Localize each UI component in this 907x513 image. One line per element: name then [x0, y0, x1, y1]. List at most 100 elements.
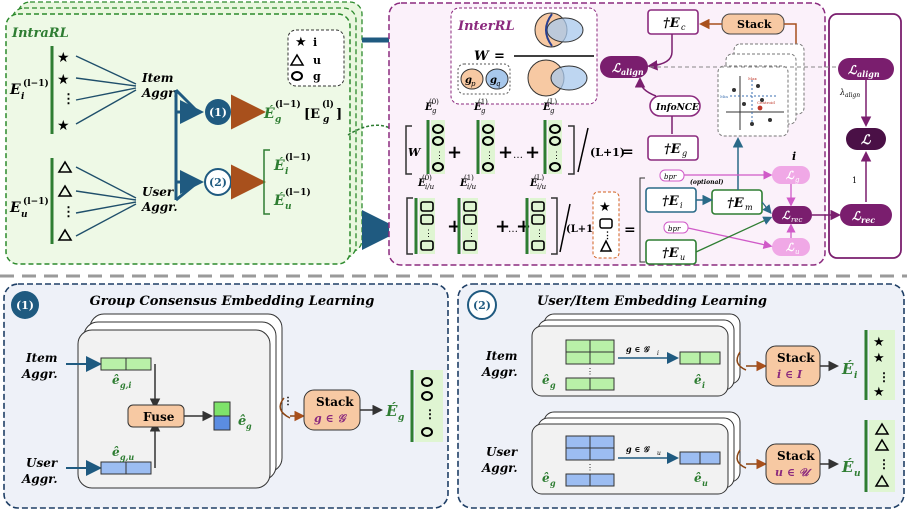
- svg-text:⋮: ⋮: [467, 229, 476, 239]
- intra-ui-output: É i (l−1) É u (l−1): [263, 149, 311, 215]
- svg-text:ê: ê: [112, 445, 120, 459]
- svg-text:g,i: g,i: [120, 380, 131, 390]
- svg-text:ℒ: ℒ: [848, 63, 858, 77]
- svg-text:⋮: ⋮: [485, 151, 494, 161]
- svg-text:E: E: [424, 102, 433, 113]
- svg-text:(l): (l): [322, 99, 334, 110]
- svg-text:(0): (0): [422, 174, 432, 182]
- star-icon: ★: [295, 35, 307, 50]
- svg-text:ℒ: ℒ: [786, 241, 795, 254]
- svg-text:⋮: ⋮: [424, 229, 433, 239]
- svg-text:É: É: [273, 156, 285, 174]
- svg-text:⋮: ⋮: [552, 151, 561, 161]
- svg-text:(L+1): (L+1): [566, 224, 598, 235]
- loss-rec-pill: [840, 204, 892, 226]
- svg-text:i/u: i/u: [537, 183, 547, 191]
- svg-text:ℒ: ℒ: [786, 169, 795, 182]
- svg-text:λ: λ: [839, 88, 845, 97]
- user-emb-label: E: [9, 200, 21, 216]
- svg-text:[E: [E: [304, 107, 320, 122]
- ec-box: [647, 9, 699, 35]
- align-pill-inner: [600, 56, 648, 78]
- svg-text:(l−1): (l−1): [23, 78, 49, 89]
- panel-group-consensus: (1) Group Consensus Embedding Learning I…: [3, 283, 449, 509]
- star-icon: ★: [57, 50, 70, 66]
- loss-panel: ℒ align λ align ℒ 1 ℒ rec: [650, 13, 902, 259]
- svg-text:ℒ: ℒ: [612, 61, 622, 75]
- lrec-pill-inner: [772, 206, 812, 224]
- svg-text:=: =: [622, 144, 634, 160]
- svg-text:ê: ê: [112, 373, 120, 387]
- svg-text:InterRL: InterRL: [457, 19, 515, 34]
- svg-text:⋮: ⋮: [878, 457, 890, 471]
- svg-text:★: ★: [873, 385, 885, 400]
- svg-text:g: g: [550, 478, 556, 488]
- svg-text:i: i: [702, 380, 705, 390]
- panel-user-item: (2) User/Item Embedding Learning Item Ag…: [457, 283, 905, 509]
- star-icon: ★: [599, 200, 611, 215]
- svg-text:+: +: [525, 142, 540, 163]
- svg-text:E: E: [417, 178, 426, 189]
- svg-text:É: É: [263, 104, 275, 122]
- svg-text:W: W: [474, 49, 490, 64]
- svg-text:=: =: [494, 49, 505, 64]
- svg-text:Aggr.: Aggr.: [481, 461, 518, 475]
- svg-text:g: g: [432, 107, 437, 115]
- svg-text:+: +: [495, 216, 510, 237]
- svg-text:(optional): (optional): [690, 179, 724, 186]
- svg-text:g: g: [398, 413, 404, 423]
- svg-text:align: align: [845, 92, 860, 99]
- svg-text:u: u: [680, 253, 685, 262]
- svg-text:★: ★: [873, 335, 885, 350]
- svg-text:Aggr.: Aggr.: [141, 200, 178, 214]
- svg-text:ê: ê: [694, 373, 702, 387]
- svg-text:⋮: ⋮: [878, 370, 890, 384]
- infonce-box: [649, 95, 701, 117]
- svg-text:(2): (2): [209, 176, 227, 189]
- svg-text:Item: Item: [485, 349, 518, 363]
- triangle-icon: [57, 184, 73, 197]
- svg-text:⋮: ⋮: [535, 229, 544, 239]
- svg-text:Fuse: Fuse: [143, 410, 175, 424]
- svg-text:Aggr.: Aggr.: [141, 86, 178, 100]
- item-aggr-fan: [75, 55, 137, 125]
- svg-text:g: g: [682, 149, 687, 158]
- svg-text:Aggr.: Aggr.: [21, 472, 58, 486]
- svg-text:Item: Item: [25, 351, 58, 365]
- svg-text:i ∈ I: i ∈ I: [777, 368, 803, 381]
- svg-text:InfoNCE: InfoNCE: [655, 103, 699, 113]
- svg-text:E: E: [459, 178, 468, 189]
- svg-text:W: W: [408, 146, 422, 159]
- gq-circle-bottom: [550, 65, 588, 91]
- ui-layer-sum: + + … + (L+1) = E i/u (0) E i/u (1) E i/…: [406, 174, 636, 259]
- svg-text:É: É: [841, 360, 854, 378]
- svg-text:(l−1): (l−1): [275, 99, 301, 110]
- svg-text:(l−1): (l−1): [285, 187, 311, 198]
- svg-text:g: g: [246, 421, 252, 431]
- svg-text:u ∈ 𝒰: u ∈ 𝒰: [775, 466, 813, 479]
- svg-text:+: +: [447, 142, 462, 163]
- svg-text:]: ]: [336, 107, 342, 122]
- svg-text:u: u: [21, 210, 28, 220]
- svg-text:ê: ê: [542, 373, 550, 387]
- legend-g: g: [313, 70, 321, 83]
- loss-align-pill: [838, 58, 894, 80]
- svg-text:E: E: [529, 178, 538, 189]
- svg-text:⋮: ⋮: [62, 92, 75, 107]
- svg-text:Aggr.: Aggr.: [21, 367, 58, 381]
- svg-text:i: i: [285, 167, 289, 177]
- svg-text:ê: ê: [694, 471, 702, 485]
- svg-text:Min: Min: [720, 94, 728, 99]
- lg-pill: [772, 166, 810, 184]
- panel1-title: Group Consensus Embedding Learning: [90, 294, 375, 309]
- svg-text:E: E: [473, 102, 482, 113]
- svg-text:g ∈ 𝒢: g ∈ 𝒢: [314, 412, 347, 425]
- svg-text:bpr: bpr: [668, 225, 681, 233]
- svg-text:(L): (L): [534, 174, 544, 182]
- svg-text:u: u: [285, 202, 292, 212]
- svg-text:Max: Max: [748, 76, 757, 81]
- ellipse-icon: [291, 71, 303, 81]
- svg-text:⋮: ⋮: [603, 230, 612, 241]
- svg-text:É: É: [385, 402, 398, 420]
- svg-text:i: i: [792, 150, 796, 163]
